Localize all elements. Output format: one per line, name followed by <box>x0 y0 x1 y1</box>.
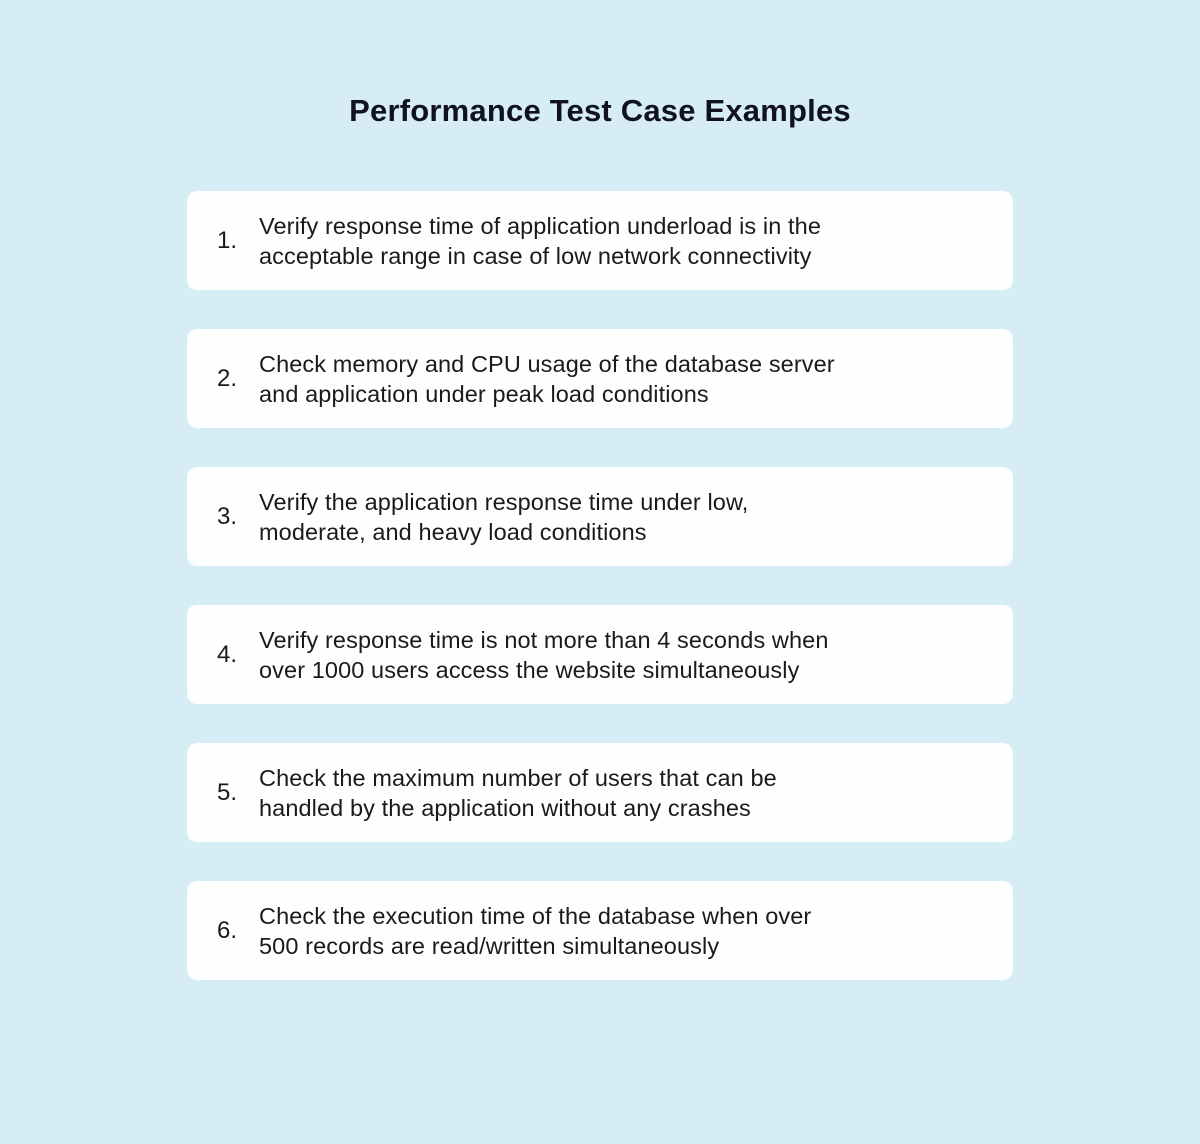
test-case-text-line: and application under peak load conditio… <box>259 380 709 407</box>
test-case-text-line: Verify response time is not more than 4 … <box>259 626 829 653</box>
test-case-card: 3. Verify the application response time … <box>187 467 1013 566</box>
test-case-text-line: Verify the application response time und… <box>259 488 749 515</box>
test-case-text-line: Check the maximum number of users that c… <box>259 764 777 791</box>
test-case-text-line: handled by the application without any c… <box>259 794 751 821</box>
test-case-card: 5. Check the maximum number of users tha… <box>187 743 1013 842</box>
test-case-text-line: acceptable range in case of low network … <box>259 242 812 269</box>
test-case-text-line: Check the execution time of the database… <box>259 902 812 929</box>
test-case-text-line: moderate, and heavy load conditions <box>259 518 647 545</box>
list-item-number: 5. <box>217 778 238 806</box>
list-item-number: 3. <box>217 502 238 530</box>
test-case-text: Check the execution time of the database… <box>259 901 811 961</box>
test-case-card: 6. Check the execution time of the datab… <box>187 881 1013 980</box>
list-item-number: 1. <box>217 226 238 254</box>
test-case-text: Verify response time of application unde… <box>259 211 821 271</box>
test-case-list: 1. Verify response time of application u… <box>187 191 1013 1019</box>
test-case-text-line: over 1000 users access the website simul… <box>259 656 800 683</box>
test-case-text: Check the maximum number of users that c… <box>259 763 777 823</box>
test-case-text: Check memory and CPU usage of the databa… <box>259 349 835 409</box>
test-case-card: 4. Verify response time is not more than… <box>187 605 1013 704</box>
list-item-number: 6. <box>217 916 238 944</box>
test-case-text-line: Verify response time of application unde… <box>259 212 821 239</box>
test-case-card: 1. Verify response time of application u… <box>187 191 1013 290</box>
list-item-number: 2. <box>217 364 238 392</box>
test-case-text-line: 500 records are read/written simultaneou… <box>259 932 720 959</box>
test-case-text: Verify response time is not more than 4 … <box>259 625 829 685</box>
test-case-text: Verify the application response time und… <box>259 487 748 547</box>
page-title: Performance Test Case Examples <box>349 93 851 128</box>
test-case-text-line: Check memory and CPU usage of the databa… <box>259 350 835 377</box>
test-case-card: 2. Check memory and CPU usage of the dat… <box>187 329 1013 428</box>
list-item-number: 4. <box>217 640 238 668</box>
